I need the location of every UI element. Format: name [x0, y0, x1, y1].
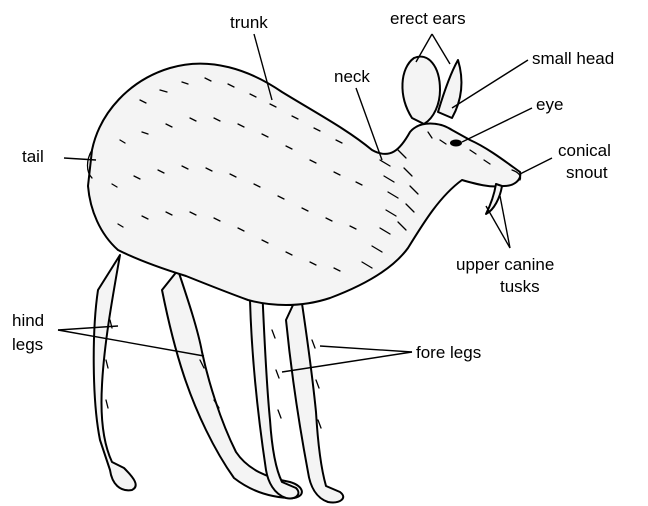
label-tusks: tusks: [500, 277, 540, 296]
conical-snout-leader: [520, 158, 552, 174]
label-hind: hind: [12, 311, 44, 330]
eye-leader: [462, 108, 532, 142]
ear-right-shape: [438, 60, 461, 118]
far-hind-leg: [94, 255, 136, 490]
hind-legs-leader-upper: [58, 326, 118, 330]
label-neck: neck: [334, 67, 370, 86]
fore-legs-leader-upper: [320, 346, 412, 352]
label-legs: legs: [12, 335, 43, 354]
label-tail: tail: [22, 147, 44, 166]
small-head-leader: [452, 60, 528, 108]
label-trunk: trunk: [230, 13, 268, 32]
label-fore-legs: fore legs: [416, 343, 481, 362]
label-eye: eye: [536, 95, 563, 114]
label-erect-ears: erect ears: [390, 9, 466, 28]
label-small-head: small head: [532, 49, 614, 68]
label-snout: snout: [566, 163, 608, 182]
musk-deer-illustration: [88, 57, 521, 503]
near-fore-leg: [286, 290, 343, 502]
eye-shape: [450, 140, 462, 147]
label-conical: conical: [558, 141, 611, 160]
erect-ears-leader-right: [432, 34, 450, 64]
label-upper-canine: upper canine: [456, 255, 554, 274]
ear-left-shape: [402, 57, 440, 124]
